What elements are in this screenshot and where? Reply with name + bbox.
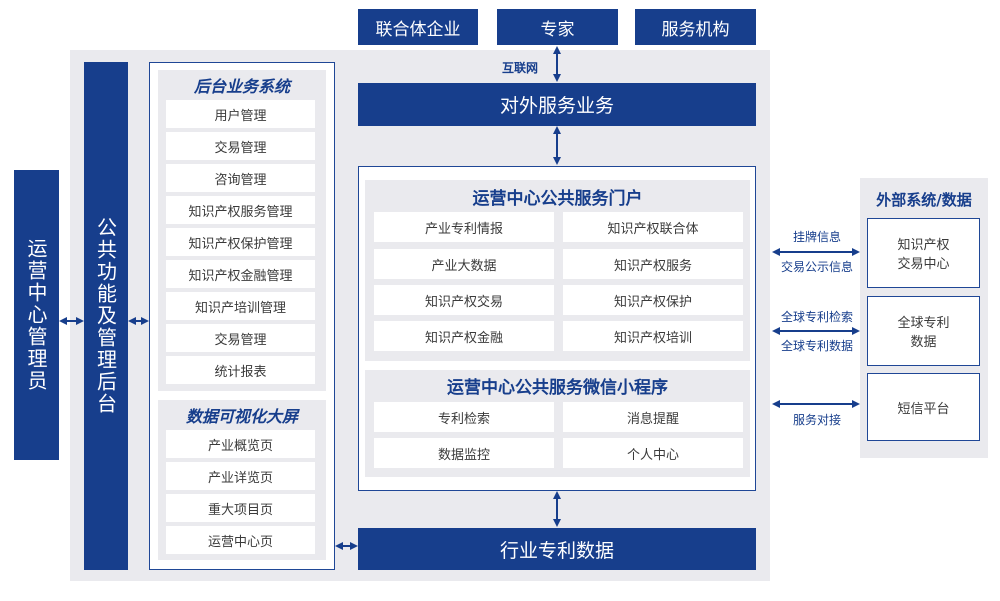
mini-program-item: 专利检索 (374, 402, 554, 432)
backend-item: 用户管理 (166, 100, 315, 128)
internet-label: 互联网 (501, 60, 538, 75)
operations-admin-box: 运营中心管理员 (14, 170, 59, 460)
mini-program-item: 数据监控 (374, 438, 554, 468)
portal-item: 知识产权交易 (374, 285, 554, 315)
connector-label-trade-public: 交易公示信息 (780, 259, 853, 274)
portal-item: 知识产权服务 (563, 249, 743, 279)
top-box-expert-label: 专家 (540, 19, 575, 40)
external-service-label: 对外服务业务 (499, 95, 614, 117)
top-box-alliance: 联合体企业 (358, 9, 478, 45)
external-system-global-patent-label: 全球专利 数据 (897, 316, 950, 350)
data-visual-item: 重大项目页 (166, 494, 315, 522)
connector-label-patent-search: 全球专利检索 (780, 309, 853, 324)
portal-item: 知识产权联合体 (563, 212, 743, 242)
backend-item: 交易管理 (166, 132, 315, 160)
top-box-expert: 专家 (497, 9, 618, 45)
portal-item: 知识产权保护 (563, 285, 743, 315)
backend-item: 知识产权金融管理 (166, 260, 315, 288)
mini-program-title: 运营中心公共服务微信小程序 (447, 377, 668, 398)
external-service-bar: 对外服务业务 (358, 83, 756, 126)
backend-item: 知识产权服务管理 (166, 196, 315, 224)
backend-item: 知识产培训管理 (166, 292, 315, 320)
public-backend-label: 公共功能及管理后台 (93, 217, 118, 415)
external-system-global-patent: 全球专利 数据 (867, 296, 980, 366)
portal-item: 产业专利情报 (374, 212, 554, 242)
portal-item: 产业大数据 (374, 249, 554, 279)
mini-program-item: 个人中心 (563, 438, 743, 468)
connector-label-patent-data: 全球专利数据 (780, 338, 853, 353)
connector-label-listing: 挂牌信息 (792, 229, 841, 244)
data-visual-item: 运营中心页 (166, 526, 315, 554)
top-box-alliance-label: 联合体企业 (375, 19, 461, 40)
external-system-sms: 短信平台 (867, 373, 980, 441)
backend-item: 统计报表 (166, 356, 315, 384)
mini-program-item: 消息提醒 (563, 402, 743, 432)
industry-data-bar: 行业专利数据 (358, 528, 756, 570)
backend-item: 知识产权保护管理 (166, 228, 315, 256)
industry-data-label: 行业专利数据 (499, 539, 614, 562)
external-system-sms-label: 短信平台 (897, 401, 950, 417)
backend-systems-title: 后台业务系统 (193, 77, 290, 96)
data-visual-title: 数据可视化大屏 (185, 407, 298, 426)
external-systems-title: 外部系统/数据 (876, 190, 972, 209)
portal-item: 知识产权培训 (563, 321, 743, 351)
data-visual-item: 产业详览页 (166, 462, 315, 490)
portal-title: 运营中心公共服务门户 (472, 188, 643, 209)
portal-item: 知识产权金融 (374, 321, 554, 351)
operations-admin-label: 运营中心管理员 (24, 238, 48, 392)
public-backend-bar: 公共功能及管理后台 (84, 62, 128, 570)
backend-item: 交易管理 (166, 324, 315, 352)
top-box-service-org-label: 服务机构 (661, 19, 730, 40)
data-visual-item: 产业概览页 (166, 430, 315, 458)
connector-label-service: 服务对接 (792, 412, 841, 427)
external-system-trade-center: 知识产权 交易中心 (867, 218, 980, 288)
top-box-service-org: 服务机构 (635, 9, 756, 45)
backend-item: 咨询管理 (166, 164, 315, 192)
external-system-trade-center-label: 知识产权 交易中心 (897, 238, 950, 272)
